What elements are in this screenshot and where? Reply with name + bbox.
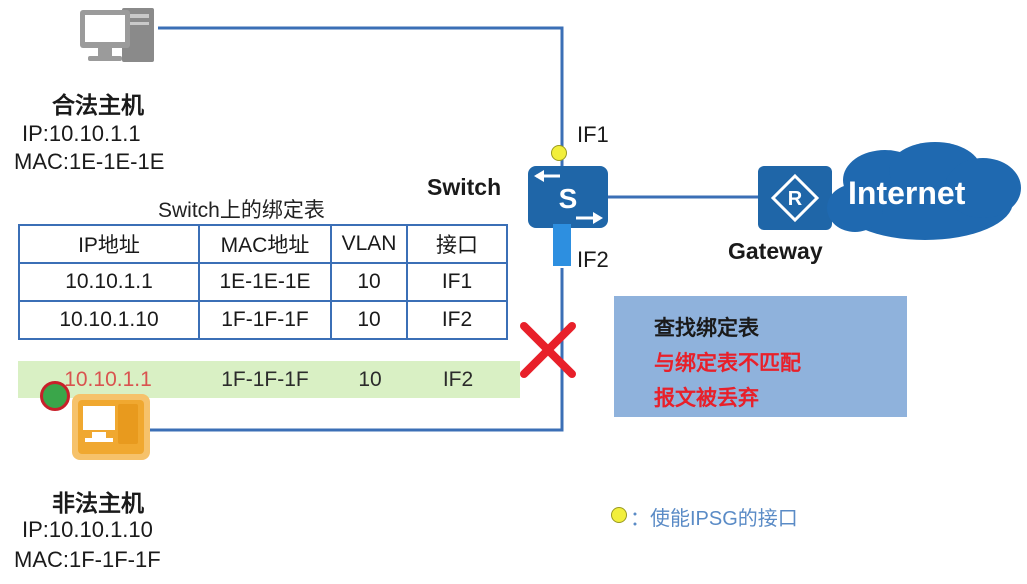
- table-cell: 10: [330, 262, 408, 302]
- switch-glyph: S: [559, 183, 578, 214]
- internet-cloud-icon: [827, 142, 1021, 240]
- table-cell: 10: [330, 300, 408, 340]
- router-glyph: R: [788, 188, 803, 210]
- result-box: 查找绑定表 与绑定表不匹配 报文被丢弃: [614, 296, 907, 417]
- table-cell: 10.10.1.1: [18, 262, 200, 302]
- spoofed-mac: 1F-1F-1F: [221, 368, 309, 391]
- switch-icon: S: [528, 166, 608, 228]
- gateway-label: Gateway: [728, 238, 823, 264]
- router-icon: R: [758, 166, 832, 230]
- spoofed-vlan: 10: [358, 368, 382, 391]
- table-cell: 1E-1E-1E: [198, 262, 332, 302]
- col-mac-header: MAC地址: [198, 224, 332, 264]
- legend-ipsg-dot: [611, 507, 627, 523]
- legit-host-name: 合法主机: [52, 92, 144, 118]
- table-cell: 1F-1F-1F: [198, 300, 332, 340]
- col-interface-header: 接口: [406, 224, 508, 264]
- binding-table-header-row: IP地址 MAC地址 VLAN 接口: [18, 224, 508, 264]
- spoofed-packet-row: 10.10.1.1 1F-1F-1F 10 IF2: [18, 361, 520, 398]
- port-if2-label: IF2: [577, 247, 609, 272]
- internet-label: Internet: [848, 175, 966, 211]
- spoofed-interface: IF2: [442, 368, 474, 391]
- illegal-host-computer-icon: [72, 394, 150, 460]
- col-vlan-header: VLAN: [330, 224, 408, 264]
- result-line-lookup: 查找绑定表: [654, 317, 759, 340]
- spoofed-ip: 10.10.1.1: [64, 368, 152, 391]
- legend-text: ：使能IPSG的接口: [630, 508, 798, 530]
- table-cell: IF1: [406, 262, 508, 302]
- result-line-mismatch: 与绑定表不匹配: [654, 352, 801, 375]
- illegal-host-name: 非法主机: [52, 490, 144, 516]
- attack-source-dot: [40, 381, 70, 411]
- binding-table-title: Switch上的绑定表: [158, 199, 325, 222]
- illegal-host-ip: IP:10.10.1.10: [22, 517, 153, 542]
- legit-host-link: [158, 26, 564, 166]
- illegal-host-link: [150, 268, 564, 432]
- illegal-host-mac: MAC:1F-1F-1F: [14, 547, 161, 572]
- result-line-dropped: 报文被丢弃: [654, 387, 759, 410]
- port-if1-label: IF1: [577, 122, 609, 147]
- table-cell: 10.10.1.10: [18, 300, 200, 340]
- table-row: 10.10.1.1 1E-1E-1E 10 IF1: [18, 262, 508, 302]
- switch-label: Switch: [427, 174, 502, 200]
- legit-host-computer-icon: [80, 8, 154, 62]
- legit-host-mac: MAC:1E-1E-1E: [14, 149, 165, 174]
- port-if2-marker: [553, 224, 571, 266]
- ipsg-port-dot: [551, 145, 567, 161]
- legit-host-ip: IP:10.10.1.1: [22, 121, 141, 146]
- table-cell: IF2: [406, 300, 508, 340]
- binding-table: IP地址 MAC地址 VLAN 接口 10.10.1.1 1E-1E-1E 10…: [18, 224, 508, 340]
- table-row: 10.10.1.10 1F-1F-1F 10 IF2: [18, 300, 508, 340]
- col-ip-header: IP地址: [18, 224, 200, 264]
- drop-x-icon: [520, 322, 576, 378]
